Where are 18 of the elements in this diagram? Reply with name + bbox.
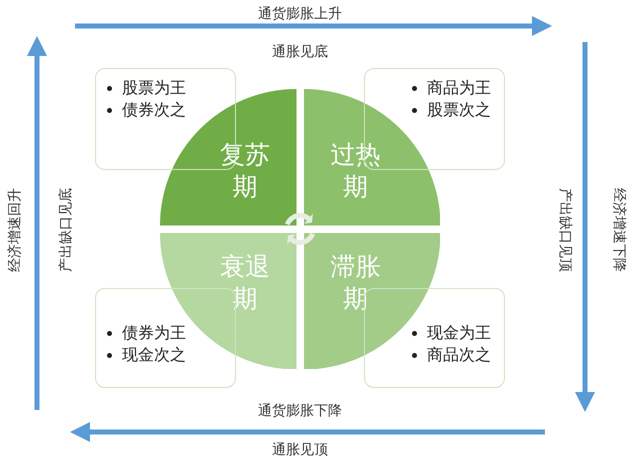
bullet-item: 商品为王 — [427, 78, 491, 98]
axis-label: 经济增速回升 — [7, 188, 23, 272]
bullet-item: 债券为王 — [122, 323, 186, 343]
axis-label: 经济增速下降 — [611, 188, 627, 272]
bullet-item: 债券次之 — [122, 100, 186, 120]
bullet-item: 现金次之 — [122, 345, 186, 365]
axis-label: 通货膨胀上升 — [258, 6, 342, 22]
axis-label: 产出缺口见顶 — [557, 188, 573, 272]
axis-label: 通胀见顶 — [272, 442, 328, 458]
bullet-item: 股票次之 — [427, 100, 491, 120]
phase-label: 衰退期 — [219, 250, 271, 314]
axis-label: 通胀见底 — [272, 44, 328, 60]
axis-label: 通货膨胀下降 — [258, 403, 342, 419]
bullet-item: 股票为王 — [122, 78, 186, 98]
note-box — [364, 288, 505, 388]
bullet-item: 商品次之 — [427, 345, 491, 365]
bullet-item: 现金为王 — [427, 323, 491, 343]
axis-label: 产出缺口见底 — [58, 188, 74, 272]
